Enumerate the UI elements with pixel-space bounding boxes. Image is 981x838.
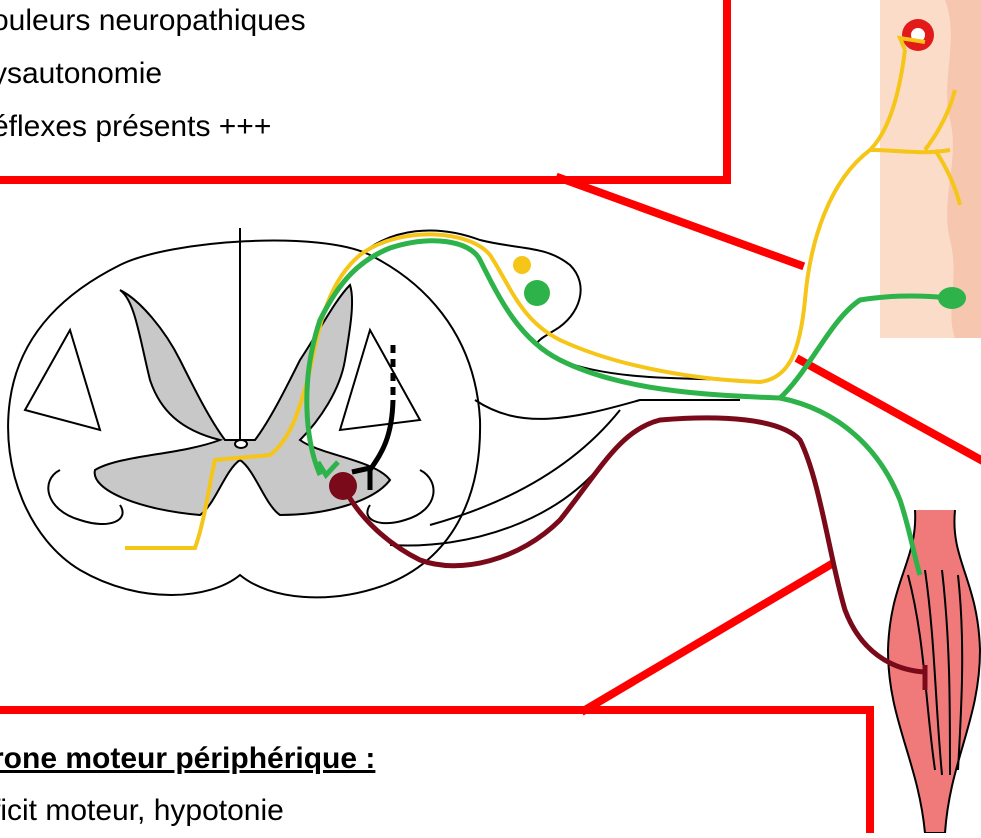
top-box-line-2: ysautonomie bbox=[0, 57, 162, 90]
central-canal bbox=[235, 440, 247, 448]
green-cell-body bbox=[524, 280, 550, 306]
darkred-cell-body bbox=[329, 472, 357, 500]
top-box-right-edge bbox=[555, 0, 727, 180]
spinal-cord-section bbox=[8, 228, 480, 597]
connector-middle bbox=[800, 360, 981, 460]
yellow-cell-body bbox=[513, 256, 531, 274]
muscle bbox=[888, 510, 980, 833]
skin-patch bbox=[880, 0, 981, 338]
top-box-line-3: éflexes présents +++ bbox=[0, 110, 271, 143]
connector-bottom bbox=[585, 565, 830, 710]
connector-top bbox=[560, 178, 800, 265]
bottom-box-title: rone moteur périphérique : bbox=[0, 742, 375, 775]
green-receptor bbox=[938, 287, 966, 309]
green-axon-to-muscle bbox=[780, 398, 920, 575]
bottom-box-line-1: ficit moteur, hypotonie bbox=[0, 794, 284, 827]
top-box-line-1: ouleurs neuropathiques bbox=[0, 4, 306, 37]
